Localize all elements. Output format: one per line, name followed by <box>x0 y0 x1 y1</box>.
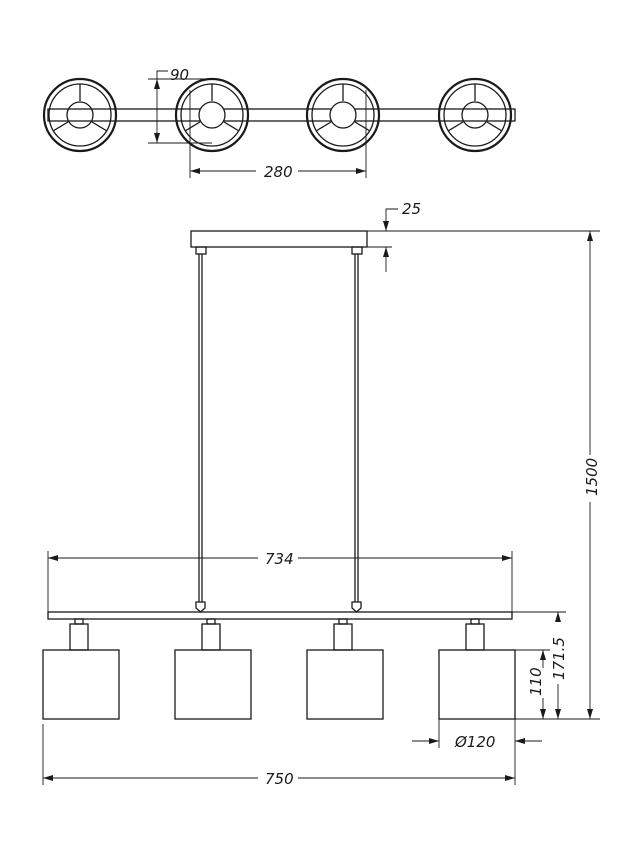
dim-bar-length: 734 <box>47 550 513 612</box>
top-shade-4 <box>437 77 513 153</box>
dim-spacing-label: 280 <box>264 163 293 181</box>
dim-canopy-height: 25 <box>367 200 600 272</box>
lamp-bar <box>47 611 513 620</box>
dim-total-width-label: 750 <box>265 770 294 788</box>
dim-total-height: 1500 <box>512 231 601 720</box>
dim-shade-diameter: Ø120 <box>412 719 542 751</box>
top-shade-1 <box>42 77 118 153</box>
ceiling-canopy <box>190 230 368 248</box>
top-shade-3 <box>305 77 381 153</box>
dim-depth: 90 <box>148 66 212 144</box>
lamp-2 <box>174 618 252 720</box>
dim-shade-diameter-label: Ø120 <box>454 733 495 751</box>
front-view: 25 1500 734 171.5 <box>42 200 601 788</box>
dim-lamp-drop: 171.5 <box>512 611 568 719</box>
top-view-bar <box>47 108 516 122</box>
dim-spacing: 280 <box>189 90 367 181</box>
top-shade-2 <box>174 77 250 153</box>
lamp-4 <box>438 618 516 720</box>
lamp-3 <box>306 618 384 720</box>
lamp-1 <box>42 618 120 720</box>
dim-total-height-label: 1500 <box>583 458 601 496</box>
dim-total-width: 750 <box>42 724 516 788</box>
dim-bar-length-label: 734 <box>265 550 294 568</box>
suspension-wire-left <box>195 254 206 613</box>
dim-shade-height-label: 110 <box>527 667 545 696</box>
dim-lamp-drop-label: 171.5 <box>550 637 568 680</box>
dim-depth-label: 90 <box>170 66 189 84</box>
top-view: 90 280 <box>42 66 516 181</box>
dim-shade-height: 110 <box>515 649 550 719</box>
suspension-wire-right <box>351 254 362 613</box>
dim-canopy-height-label: 25 <box>402 200 421 218</box>
